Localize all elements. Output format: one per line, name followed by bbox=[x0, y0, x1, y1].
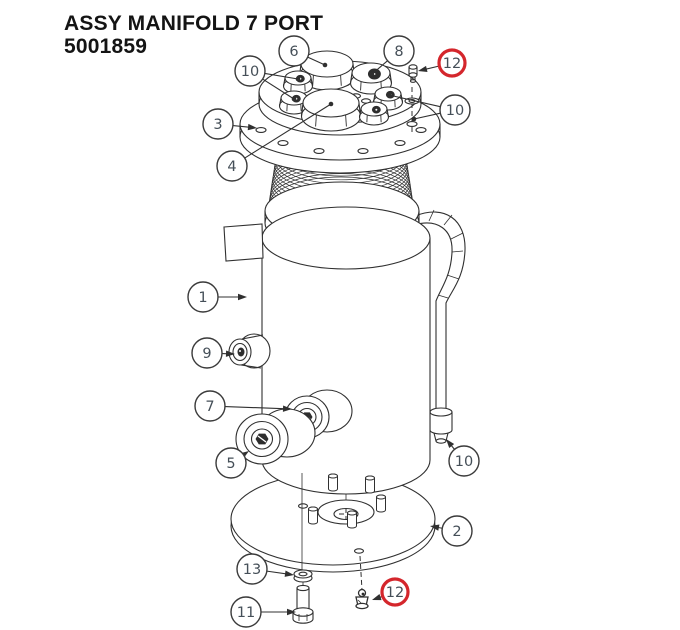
leader-arrowhead bbox=[282, 405, 292, 412]
balloon-12-highlighted[interactable]: 12 bbox=[418, 48, 467, 78]
plate-stud bbox=[308, 506, 318, 525]
balloon-circle-highlighted[interactable] bbox=[437, 48, 467, 78]
leader-line bbox=[413, 112, 441, 120]
plate-stud bbox=[347, 510, 357, 529]
part-10-cap-c bbox=[372, 86, 404, 111]
leader-line bbox=[224, 405, 291, 410]
leader-dot bbox=[386, 92, 392, 98]
leader-line bbox=[307, 56, 326, 66]
balloon-circle[interactable] bbox=[383, 35, 415, 67]
balloon-number: 13 bbox=[243, 562, 261, 578]
part-12-fitting-bottom bbox=[355, 588, 369, 610]
plate-stud bbox=[328, 473, 338, 492]
leader-arrowhead bbox=[430, 524, 440, 531]
leader-dot bbox=[295, 76, 301, 82]
balloon-11[interactable]: 11 bbox=[230, 596, 296, 628]
balloon-number: 6 bbox=[289, 44, 298, 60]
leader-arrowhead bbox=[372, 594, 382, 601]
title-line-1: ASSY MANIFOLD 7 PORT bbox=[64, 12, 324, 35]
balloon-3[interactable]: 3 bbox=[202, 108, 257, 140]
balloon-9[interactable]: 9 bbox=[191, 337, 235, 369]
leader-dot bbox=[369, 71, 375, 77]
balloon-circle[interactable] bbox=[187, 281, 219, 313]
leader-line bbox=[388, 94, 441, 108]
balloon-2[interactable]: 2 bbox=[430, 515, 473, 547]
balloon-1[interactable]: 1 bbox=[187, 281, 247, 313]
part-10-cap-a bbox=[282, 70, 314, 95]
balloon-circle[interactable] bbox=[448, 445, 480, 477]
balloon-5[interactable]: 5 bbox=[215, 447, 249, 479]
mounting-block bbox=[223, 223, 264, 262]
balloon-circle[interactable] bbox=[230, 596, 262, 628]
part-11-bolt bbox=[292, 584, 314, 624]
balloon-4[interactable]: 4 bbox=[216, 101, 334, 182]
leader-arrowhead bbox=[284, 570, 294, 577]
balloon-circle[interactable] bbox=[278, 35, 310, 67]
balloon-number: 2 bbox=[452, 524, 461, 540]
leader-dot bbox=[411, 116, 417, 122]
leader-dot bbox=[328, 101, 334, 107]
leader-line bbox=[264, 72, 299, 80]
leader-line bbox=[371, 60, 388, 75]
plate-stud bbox=[376, 494, 386, 513]
balloon-circle[interactable] bbox=[439, 94, 471, 126]
balloon-number: 5 bbox=[226, 456, 235, 472]
balloon-number: 9 bbox=[202, 346, 211, 362]
balloon-number: 1 bbox=[198, 290, 207, 306]
leader-line bbox=[262, 78, 295, 100]
leader-arrowhead bbox=[287, 608, 296, 616]
balloon-number: 7 bbox=[205, 399, 214, 415]
balloon-circle[interactable] bbox=[234, 55, 266, 87]
balloon-10[interactable]: 10 bbox=[386, 92, 471, 126]
title-part-number: 5001859 bbox=[64, 35, 148, 58]
balloon-number: 8 bbox=[394, 44, 403, 60]
balloon-circle[interactable] bbox=[215, 447, 247, 479]
balloon-6[interactable]: 6 bbox=[278, 35, 328, 68]
part-10-pipe-assembly bbox=[413, 209, 466, 444]
balloon-number: 3 bbox=[213, 117, 222, 133]
leader-dot bbox=[291, 96, 297, 102]
plate-studs bbox=[308, 473, 386, 529]
plate-stud bbox=[365, 475, 375, 494]
balloon-8[interactable]: 8 bbox=[369, 35, 415, 77]
part-10-cap-d bbox=[358, 101, 390, 126]
flange-bolt-holes bbox=[255, 127, 427, 154]
part-12-fitting-top bbox=[408, 64, 418, 83]
leader-arrowhead bbox=[418, 65, 428, 73]
pipe-end-fitting bbox=[429, 407, 453, 444]
balloon-10[interactable]: 10 bbox=[234, 55, 301, 102]
leader-dot bbox=[322, 62, 328, 68]
balloon-circle[interactable] bbox=[202, 108, 234, 140]
balloon-circle[interactable] bbox=[191, 337, 223, 369]
part-4-hex-cap bbox=[300, 88, 362, 132]
balloon-number: 12 bbox=[443, 56, 461, 72]
base-plate-details bbox=[297, 473, 386, 591]
balloon-number: 10 bbox=[241, 64, 259, 80]
balloon-12-highlighted[interactable]: 12 bbox=[372, 577, 410, 607]
balloon-circle-highlighted[interactable] bbox=[380, 577, 410, 607]
balloon-circle[interactable] bbox=[194, 390, 226, 422]
balloon-circle[interactable] bbox=[236, 553, 268, 585]
balloon-13[interactable]: 13 bbox=[236, 553, 294, 585]
balloon-number: 12 bbox=[386, 585, 404, 601]
part-9-side-fitting bbox=[228, 333, 271, 369]
part-13-washer bbox=[293, 569, 313, 588]
balloon-number: 11 bbox=[237, 605, 255, 621]
drawing-title: ASSY MANIFOLD 7 PORT 5001859 bbox=[64, 12, 323, 58]
part-5-port bbox=[235, 408, 316, 465]
balloon-number: 10 bbox=[455, 454, 473, 470]
balloon-number: 10 bbox=[446, 103, 464, 119]
balloon-7[interactable]: 7 bbox=[194, 390, 292, 422]
balloon-circle[interactable] bbox=[441, 515, 473, 547]
balloon-number: 4 bbox=[227, 159, 236, 175]
leader-arrowhead bbox=[225, 350, 235, 357]
balloon-circle[interactable] bbox=[216, 150, 248, 182]
balloon-10[interactable]: 10 bbox=[446, 439, 480, 477]
leader-arrowhead bbox=[238, 293, 247, 301]
leader-arrowhead bbox=[446, 439, 455, 448]
leader-line bbox=[244, 103, 332, 159]
port-hex-caps bbox=[278, 50, 404, 132]
leader-arrowhead bbox=[247, 123, 257, 131]
